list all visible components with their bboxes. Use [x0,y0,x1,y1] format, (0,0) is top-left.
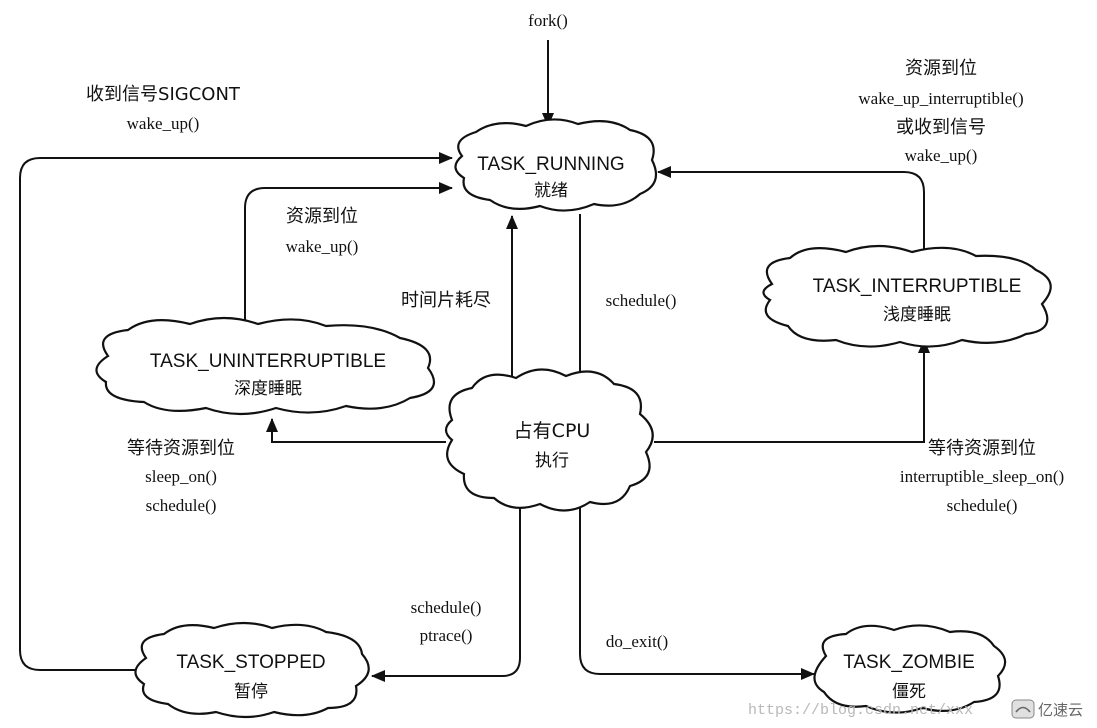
label-wake-uninterruptible-1: wake_up() [286,237,359,256]
label-exit: do_exit() [606,632,668,651]
edge-exit [579,500,815,680]
label-sleep-uninterruptible-0: 等待资源到位 [127,438,235,459]
node-task-stopped: TASK_STOPPED 暂停 [134,621,370,719]
label-sleep-uninterruptible-1: sleep_on() [145,467,217,486]
task-stopped-title: TASK_STOPPED [176,652,325,673]
edge-wake-interruptible [657,166,925,258]
label-sleep-uninterruptible-2: schedule() [146,496,217,515]
cloud-shape [134,621,370,719]
cloud-shape [813,624,1007,714]
task-running-subtitle: 就绪 [534,181,568,201]
node-cpu: 占有CPU 执行 [444,368,654,512]
watermark-url: https://blog.csdn.net/xxx [748,702,973,719]
label-schedule: schedule() [606,291,677,310]
edge-labels: fork() 收到信号SIGCONT wake_up() 资源到位 wake_u… [86,11,1064,651]
edge-sleep-interruptible [654,339,930,443]
label-sigcont-0: 收到信号SIGCONT [86,84,241,105]
cloud-shape [454,118,658,212]
label-stop-1: ptrace() [420,626,473,645]
task-running-title: TASK_RUNNING [477,154,624,175]
task-uninterruptible-subtitle: 深度睡眠 [234,379,302,399]
cloud-shape [95,316,436,416]
label-wake-interruptible-3: wake_up() [905,146,978,165]
label-stop-0: schedule() [411,598,482,617]
label-wake-uninterruptible-0: 资源到位 [286,206,358,227]
cloud-shape [444,368,654,512]
cpu-subtitle: 执行 [535,451,569,471]
label-sleep-interruptible-2: schedule() [947,496,1018,515]
label-timeslice: 时间片耗尽 [401,290,491,311]
node-task-zombie: TASK_ZOMBIE 僵死 [813,624,1007,714]
node-task-uninterruptible: TASK_UNINTERRUPTIBLE 深度睡眠 [95,316,436,416]
label-sleep-interruptible-0: 等待资源到位 [928,438,1036,459]
edge-sigcont [19,152,453,671]
edge-wake-uninterruptible [244,182,453,325]
label-sigcont-1: wake_up() [127,114,200,133]
task-interruptible-subtitle: 浅度睡眠 [883,305,951,325]
task-uninterruptible-title: TASK_UNINTERRUPTIBLE [150,351,386,372]
cloud-shape [762,244,1052,348]
cpu-title: 占有CPU [514,420,591,442]
label-sleep-interruptible-1: interruptible_sleep_on() [900,467,1064,486]
edge-stop [371,500,521,682]
label-wake-interruptible-0: 资源到位 [905,58,977,79]
edges [19,40,930,682]
watermark-logo-text: 亿速云 [1038,701,1083,719]
task-stopped-subtitle: 暂停 [234,682,268,702]
watermark: https://blog.csdn.net/xxx 亿速云 [748,699,1083,719]
task-zombie-subtitle: 僵死 [892,682,926,702]
label-wake-interruptible-2: 或收到信号 [896,117,986,138]
yisu-cloud-logo-icon [1011,699,1035,719]
task-zombie-title: TASK_ZOMBIE [843,652,975,673]
task-interruptible-title: TASK_INTERRUPTIBLE [813,276,1022,297]
node-task-running: TASK_RUNNING 就绪 [454,118,658,212]
label-wake-interruptible-1: wake_up_interruptible() [858,89,1023,108]
edge-sleep-uninterruptible [266,418,446,443]
label-fork: fork() [528,11,568,30]
node-task-interruptible: TASK_INTERRUPTIBLE 浅度睡眠 [762,244,1052,348]
